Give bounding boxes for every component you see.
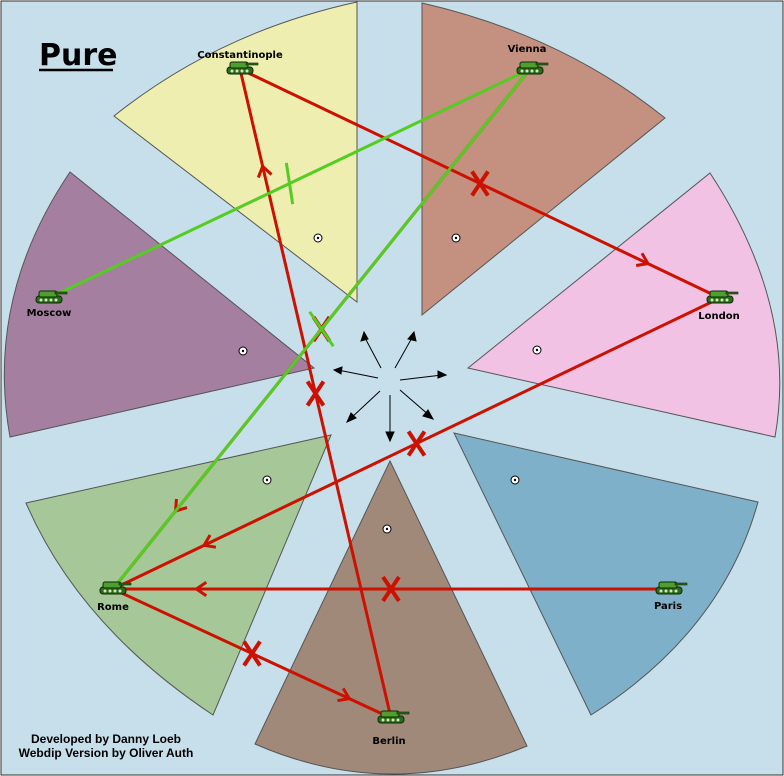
failed-order-cross-icon bbox=[305, 380, 326, 407]
credit-webdip: Webdip Version by Oliver Auth bbox=[19, 746, 194, 760]
supply-center-icon bbox=[262, 475, 272, 485]
city-label-berlin: Berlin bbox=[372, 736, 405, 747]
territory-constantinople[interactable] bbox=[113, 1, 358, 304]
credit-developer: Developed by Danny Loeb bbox=[31, 732, 181, 746]
city-label-moscow: Moscow bbox=[27, 308, 72, 319]
territories-layer bbox=[3, 1, 781, 775]
territory-moscow[interactable] bbox=[3, 171, 316, 438]
city-label-vienna: Vienna bbox=[508, 44, 547, 55]
city-label-constantinople: Constantinople bbox=[197, 50, 283, 61]
order-support-rome-vienna[interactable] bbox=[111, 68, 532, 590]
failed-order-cross-icon bbox=[470, 170, 490, 197]
order-move-constantinople-london[interactable] bbox=[239, 67, 721, 300]
territory-paris[interactable] bbox=[453, 432, 759, 716]
supply-center-icon bbox=[532, 345, 542, 355]
territory-vienna[interactable] bbox=[421, 2, 666, 317]
supply-center-icon bbox=[382, 524, 392, 534]
supply-center-icon bbox=[451, 233, 461, 243]
cut-support-tick-icon bbox=[308, 310, 335, 348]
move-arrowhead-icon bbox=[256, 163, 273, 179]
cut-support-tick-icon bbox=[284, 162, 295, 205]
territory-berlin[interactable] bbox=[254, 459, 528, 775]
move-arrowhead-icon bbox=[635, 252, 651, 267]
failed-order-cross-icon bbox=[381, 575, 401, 603]
order-move-rome-berlin[interactable] bbox=[112, 587, 392, 720]
labels-layer: Constantinople Vienna London Paris Berli… bbox=[27, 44, 740, 747]
territory-london[interactable] bbox=[466, 172, 781, 438]
supply-center-icon bbox=[313, 233, 323, 243]
supply-center-icon bbox=[238, 346, 248, 356]
territory-rome[interactable] bbox=[25, 434, 332, 716]
failed-order-cross-icon bbox=[242, 640, 262, 667]
order-support-moscow-vienna[interactable] bbox=[48, 67, 531, 300]
order-move-berlin-constantinople[interactable] bbox=[238, 68, 393, 719]
supply-center-icon bbox=[510, 475, 520, 485]
order-move-paris-rome[interactable] bbox=[113, 575, 669, 603]
failed-order-cross-icon bbox=[406, 430, 427, 457]
move-arrowhead-icon bbox=[193, 580, 208, 598]
center-compass-icon bbox=[332, 330, 448, 443]
move-arrowhead-icon bbox=[337, 687, 352, 703]
order-move-london-rome[interactable] bbox=[112, 296, 721, 591]
map-title: Pure bbox=[39, 38, 118, 73]
city-label-paris: Paris bbox=[654, 601, 682, 612]
city-label-rome: Rome bbox=[97, 602, 129, 613]
orders-layer bbox=[48, 67, 721, 720]
move-arrowhead-icon bbox=[201, 534, 217, 549]
city-label-london: London bbox=[698, 311, 740, 322]
supply-centers bbox=[238, 233, 542, 534]
